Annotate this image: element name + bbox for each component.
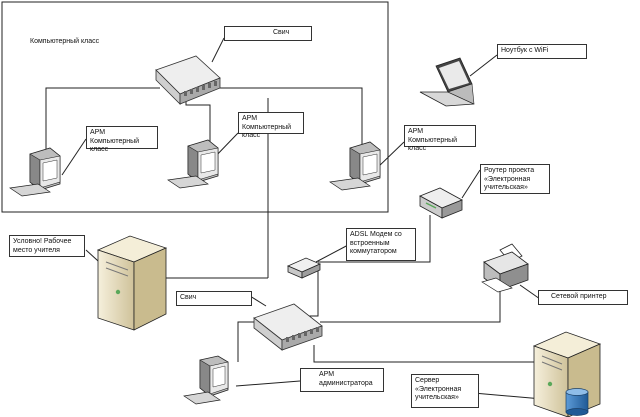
arm-class-label-3: АРМ Компьютерный класс: [404, 125, 476, 152]
laptop-label: Ноутбук с WiFi: [497, 44, 587, 59]
modem-icon: [287, 257, 321, 279]
printer-icon: [481, 243, 529, 293]
arm-admin-label: АРМ администратора: [300, 368, 384, 392]
workstation-icon: [9, 147, 61, 197]
arm-class-label-2: АРМ Компьютерный класс: [238, 112, 304, 139]
teacher-workplace-label: Условно! Рабочее место учителя: [9, 235, 85, 257]
switch-icon: [155, 55, 221, 105]
workstation-icon: [329, 141, 381, 191]
computer-class-boundary: [1, 1, 389, 213]
switch-bottom-label: Свич: [176, 291, 252, 306]
arm-class-label-1: АРМ Компьютерный класс: [86, 126, 158, 153]
laptop-icon: [419, 57, 475, 107]
adsl-modem-label: ADSL Модем со встроенным коммутатором: [346, 228, 416, 261]
router-label: Роутер проекта «Электронная учительская»: [480, 164, 550, 194]
workstation-icon: [167, 139, 219, 189]
router-icon: [419, 187, 463, 219]
workstation-icon: [183, 355, 229, 405]
computer-class-title: Компьютерный класс: [30, 38, 100, 45]
server-label: Сервер «Электронная учительская»: [411, 374, 479, 408]
switch-icon: [253, 303, 323, 351]
connection-lines: [45, 37, 555, 401]
database-icon: [565, 388, 589, 416]
network-printer-label: Сетевой принтер: [538, 290, 628, 305]
switch-top-label: Свич: [224, 26, 312, 41]
tower-pc-icon: [96, 235, 168, 331]
